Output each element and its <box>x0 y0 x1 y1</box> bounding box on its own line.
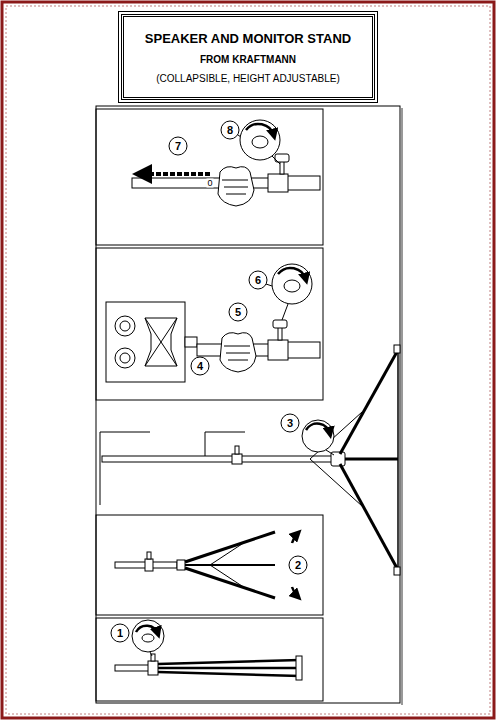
pole-extend-step-part <box>246 124 274 136</box>
spread-legs-step-part <box>210 565 245 588</box>
pole-extend-step-part <box>221 121 239 139</box>
spread-legs-step-part <box>185 564 275 566</box>
open-tripod-step-part <box>102 456 338 462</box>
callout-number: 3 <box>287 418 293 429</box>
folded-stand-step-part <box>150 652 152 656</box>
open-tripod-step-part <box>326 450 334 455</box>
speaker-mount-step-part <box>185 337 197 347</box>
pole-extend-step-part <box>218 167 254 206</box>
speaker-mount-step-part <box>273 320 287 328</box>
callout-number: 8 <box>227 125 233 136</box>
open-tripod-step-part <box>340 464 398 570</box>
pole-extend-step-part <box>222 180 248 194</box>
speaker-mount-step-part <box>272 264 312 304</box>
panel-frame <box>96 106 402 705</box>
panel-frame-part <box>401 108 403 705</box>
folded-stand-step-part <box>158 672 300 676</box>
open-tripod-step-part <box>306 424 330 434</box>
spread-legs-step-part <box>177 560 185 570</box>
pole-extend-step-part <box>252 136 268 148</box>
callout-number: 5 <box>235 307 241 318</box>
open-tripod-step-part <box>205 432 245 433</box>
spread-legs-step-part <box>292 587 298 597</box>
open-tripod-step-part <box>397 348 399 572</box>
scale-mark: 0 <box>206 179 213 188</box>
speaker-mount-step-part <box>266 284 272 286</box>
spread-legs-step <box>115 532 307 598</box>
speaker-mount-step-part <box>284 280 300 292</box>
panel-frame-part <box>96 248 323 400</box>
pole-extend-step-part <box>240 120 280 160</box>
panel-frame-part <box>96 106 400 703</box>
spread-legs-step-part <box>145 559 153 571</box>
speaker-mount-step-part <box>224 346 250 360</box>
folded-stand-step-part <box>158 667 300 670</box>
spread-legs-step-part <box>292 533 298 543</box>
folded-stand-step-part <box>136 626 158 634</box>
folded-stand-step-part <box>142 634 154 642</box>
pole-extend-step-part <box>140 172 210 176</box>
speaker-mount-step-part <box>145 318 177 366</box>
panel-frame-part <box>96 109 323 245</box>
open-tripod-step-part <box>235 446 239 454</box>
speaker-mount-step-part <box>282 304 288 320</box>
callout-number: 1 <box>117 628 123 639</box>
open-tripod-step-part <box>100 432 101 505</box>
title-text: SPEAKER AND MONITOR STAND <box>145 31 351 46</box>
callout-number: 2 <box>295 560 301 571</box>
speaker-mount-step-part <box>229 303 247 321</box>
pole-extend-step-part <box>268 174 288 192</box>
speaker-mount-step-part <box>120 353 130 363</box>
open-tripod-step-part <box>394 567 400 575</box>
title-text: FROM KRAFTMANN <box>200 54 296 65</box>
open-tripod-step-part <box>345 458 398 461</box>
page-frame-part <box>6 6 490 714</box>
spread-legs-step-part <box>210 542 245 565</box>
speaker-mount-step-part <box>145 318 177 366</box>
speaker-mount-step-part <box>115 316 135 336</box>
folded-stand-step-part <box>158 660 300 664</box>
speaker-mount-step-part <box>278 268 306 280</box>
open-tripod-step-part <box>232 454 242 464</box>
open-tripod-step-part <box>100 432 150 433</box>
spread-legs-step-part <box>147 552 151 559</box>
folded-stand-step-part <box>296 656 302 680</box>
open-tripod-step-part <box>310 459 362 506</box>
open-tripod-step-part <box>394 345 400 353</box>
panel-frame-part <box>96 618 323 701</box>
callout-number: 4 <box>197 361 203 372</box>
open-tripod-step-part <box>340 350 398 454</box>
spread-legs-step-part <box>185 568 275 598</box>
speaker-mount-step-part <box>220 333 256 372</box>
speaker-mount-step-part <box>249 271 267 289</box>
spread-legs-step-part <box>185 532 275 562</box>
open-tripod-step-part <box>281 414 299 432</box>
speaker-mount-step-part <box>191 357 209 375</box>
pole-extend-step-part <box>272 156 280 164</box>
speaker-mount-step <box>106 264 320 382</box>
folded-stand-step-part <box>111 624 129 642</box>
callout-number: 7 <box>175 141 181 152</box>
folded-stand-step <box>111 620 302 680</box>
title-text: (COLLAPSIBLE, HEIGHT ADJUSTABLE) <box>156 73 340 84</box>
speaker-mount-step-part <box>120 321 130 331</box>
speaker-mount-step-part <box>145 318 177 366</box>
folded-stand-step-part <box>132 620 164 652</box>
pole-extend-step <box>132 120 320 206</box>
callout-number: 6 <box>255 275 261 286</box>
speaker-mount-step-part <box>115 348 135 368</box>
spread-legs-step-part <box>289 556 307 574</box>
panel-frame-part <box>96 515 323 615</box>
open-tripod-step-part <box>302 420 334 452</box>
speaker-mount-step-part <box>106 302 185 382</box>
open-tripod-step <box>100 345 400 575</box>
pole-extend-step-part <box>169 137 187 155</box>
speaker-mount-step-part <box>268 340 288 360</box>
folded-stand-step-part <box>148 661 158 675</box>
title-box: SPEAKER AND MONITOR STAND FROM KRAFTMANN (… <box>121 14 375 100</box>
